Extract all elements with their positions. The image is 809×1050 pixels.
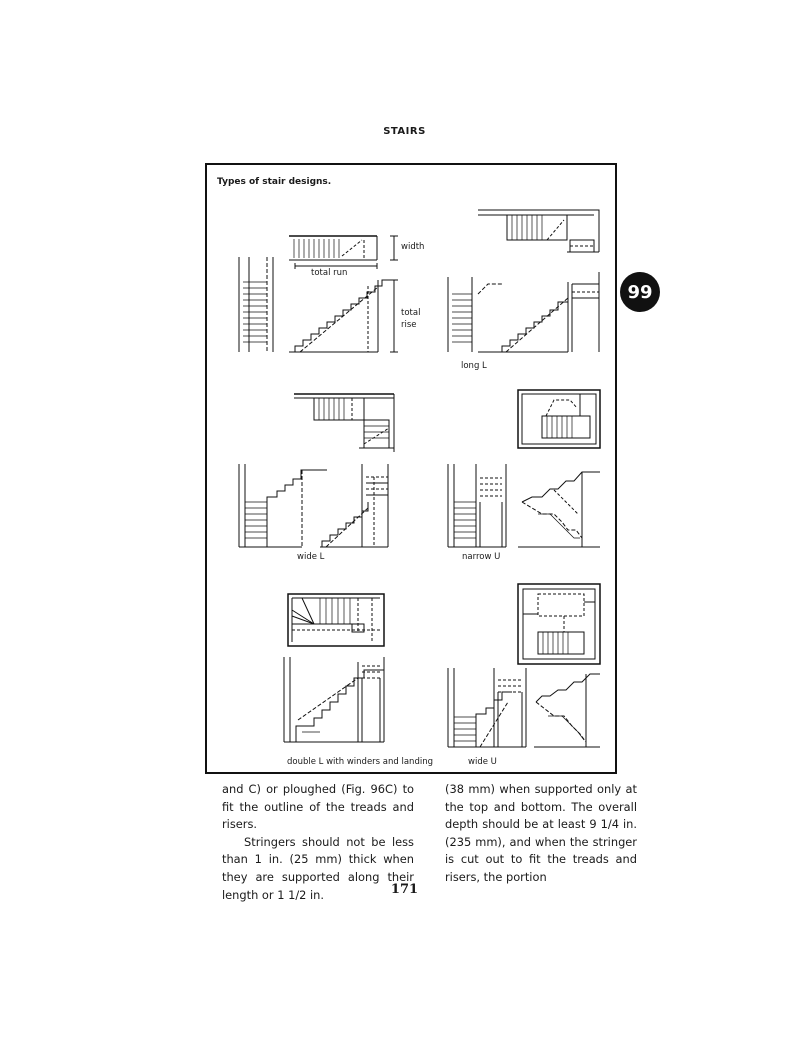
- total-rise-label-1: total: [401, 308, 421, 318]
- page-number: 171: [390, 882, 419, 897]
- paragraph: (38 mm) when supported only at the top a…: [445, 782, 637, 884]
- wide-u-caption: wide U: [468, 757, 497, 767]
- long-l-elevation: [448, 272, 599, 352]
- stair-drawings: [207, 165, 614, 771]
- straight-stair-plan: [289, 236, 398, 269]
- wide-u-plan: [518, 584, 600, 664]
- long-l-plan: [478, 210, 599, 252]
- double-l-caption: double L with winders and landing: [287, 757, 433, 767]
- narrow-u-caption: narrow U: [462, 552, 501, 562]
- wide-l-plan: [294, 394, 394, 452]
- double-l-elevation: [284, 657, 384, 742]
- wide-l-caption: wide L: [297, 552, 325, 562]
- paragraph: Stringers should not be less than 1 in. …: [222, 834, 414, 902]
- section-number-badge: 99: [620, 272, 660, 312]
- figure-title: Types of stair designs.: [217, 177, 332, 187]
- wide-l-elevation: [239, 464, 388, 547]
- running-header: STAIRS: [383, 126, 426, 137]
- body-column-right: (38 mm) when supported only at the top a…: [445, 781, 637, 887]
- straight-stair-elevation: [239, 257, 398, 352]
- narrow-u-plan: [518, 390, 600, 448]
- width-label: width: [401, 242, 425, 252]
- total-rise-label-2: rise: [401, 320, 417, 330]
- narrow-u-elevation: [448, 464, 600, 547]
- body-column-left: and C) or ploughed (Fig. 96C) to fit the…: [222, 781, 414, 904]
- figure-panel: Types of stair designs.: [205, 163, 617, 774]
- wide-u-elevation: [448, 668, 600, 747]
- long-l-caption: long L: [461, 361, 487, 371]
- double-l-plan: [288, 594, 384, 646]
- total-run-label: total run: [311, 268, 348, 278]
- paragraph: and C) or ploughed (Fig. 96C) to fit the…: [222, 782, 414, 832]
